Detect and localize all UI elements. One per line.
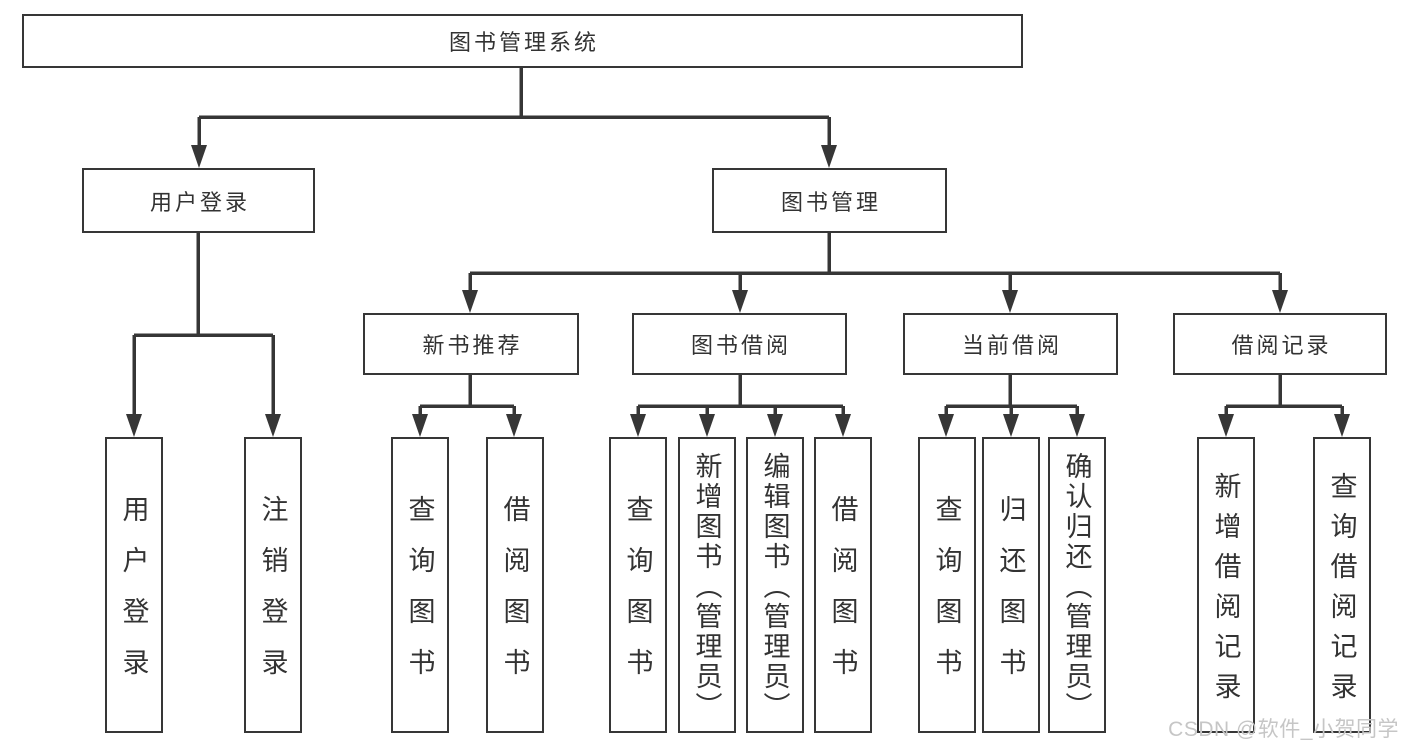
leaf-borrow-books-recommend: 借阅图书 bbox=[486, 437, 544, 733]
leaf-borrow-books: 借阅图书 bbox=[814, 437, 872, 733]
leaf-query-books-current: 查询图书 bbox=[918, 437, 976, 733]
leaf-label: 借阅图书 bbox=[827, 495, 858, 699]
leaf-label: 确认归还（管理员） bbox=[1061, 451, 1092, 722]
node-book-borrow: 图书借阅 bbox=[632, 313, 847, 375]
leaf-label: 用户登录 bbox=[118, 495, 149, 699]
leaf-logout: 注销登录 bbox=[244, 437, 302, 733]
node-root: 图书管理系统 bbox=[22, 14, 1023, 68]
leaf-label: 归还图书 bbox=[995, 495, 1026, 699]
node-user-login: 用户登录 bbox=[82, 168, 315, 233]
leaf-edit-book-admin: 编辑图书（管理员） bbox=[746, 437, 804, 733]
leaf-query-borrow-record: 查询借阅记录 bbox=[1313, 437, 1371, 733]
leaf-label: 查询图书 bbox=[622, 495, 653, 699]
node-borrow-records: 借阅记录 bbox=[1173, 313, 1387, 375]
node-current-borrow: 当前借阅 bbox=[903, 313, 1118, 375]
leaf-add-book-admin: 新增图书（管理员） bbox=[678, 437, 736, 733]
leaf-label: 查询图书 bbox=[404, 495, 435, 699]
leaf-label: 编辑图书（管理员） bbox=[759, 451, 790, 722]
leaf-label: 新增借阅记录 bbox=[1210, 471, 1241, 712]
leaf-query-books-borrow: 查询图书 bbox=[609, 437, 667, 733]
leaf-query-books-recommend: 查询图书 bbox=[391, 437, 449, 733]
leaf-user-login: 用户登录 bbox=[105, 437, 163, 733]
leaf-return-book: 归还图书 bbox=[982, 437, 1040, 733]
node-book-management: 图书管理 bbox=[712, 168, 947, 233]
leaf-confirm-return-admin: 确认归还（管理员） bbox=[1048, 437, 1106, 733]
leaf-label: 新增图书（管理员） bbox=[691, 451, 722, 722]
node-new-book-recommend: 新书推荐 bbox=[363, 313, 579, 375]
csdn-watermark: CSDN @软件_小贺同学 bbox=[1168, 718, 1399, 741]
leaf-label: 查询借阅记录 bbox=[1326, 471, 1357, 712]
leaf-label: 借阅图书 bbox=[499, 495, 530, 699]
leaf-label: 注销登录 bbox=[257, 495, 288, 699]
leaf-add-borrow-record: 新增借阅记录 bbox=[1197, 437, 1255, 733]
leaf-label: 查询图书 bbox=[931, 495, 962, 699]
